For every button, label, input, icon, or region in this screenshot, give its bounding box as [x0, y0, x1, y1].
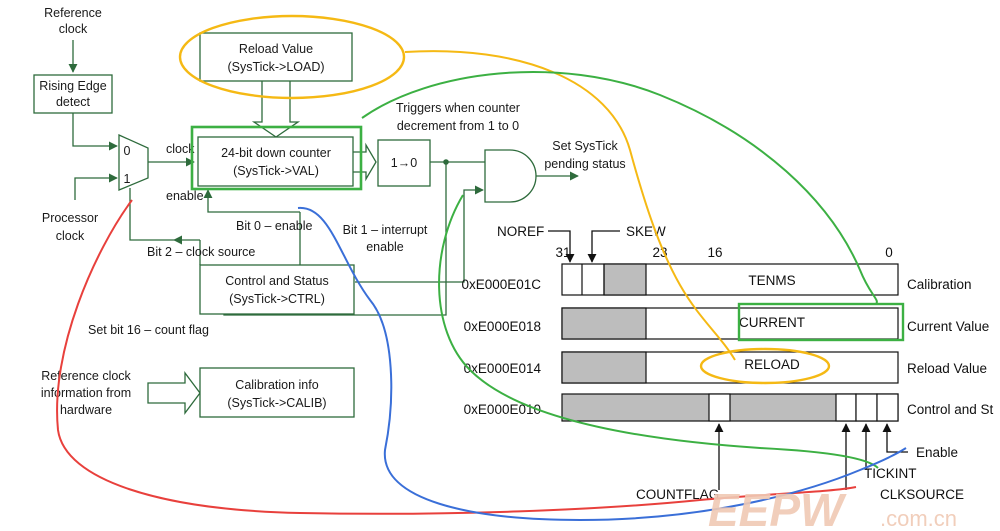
edge-detect-box — [377, 139, 431, 187]
register-address-reload: 0xE000E014 — [464, 361, 542, 376]
bit1-label-1: Bit 1 – interrupt — [343, 223, 428, 237]
control-status-label-2: (SysTick->CTRL) — [229, 292, 325, 306]
green-highlight-current — [737, 302, 905, 342]
triggers-label-1: Triggers when counter — [396, 101, 520, 115]
down-counter-label-2: (SysTick->VAL) — [233, 164, 319, 178]
reference-clock-label-1: Reference — [44, 6, 102, 20]
clock-label: clock — [166, 142, 195, 156]
register-row-current — [561, 307, 899, 340]
yellow-highlight-reload-field — [699, 347, 831, 385]
set-pending-label-1: Set SysTick — [552, 139, 618, 153]
bit-0-label: 0 — [885, 245, 893, 260]
register-row-calibration — [561, 263, 899, 296]
reference-clock-label-2: clock — [59, 22, 88, 36]
red-annotation — [56, 199, 857, 515]
register-row-reload — [561, 351, 899, 384]
register-row-control — [561, 393, 899, 422]
processor-clock-label-1: Processor — [42, 211, 98, 225]
bit2-label: Bit 2 – clock source — [147, 245, 255, 259]
register-field-current: CURRENT — [739, 315, 805, 330]
register-field-reload: RELOAD — [744, 357, 800, 372]
yellow-highlight-reload — [178, 14, 406, 100]
calib-info-label-2: (SysTick->CALIB) — [227, 396, 326, 410]
ref-info-label-2: information from — [41, 386, 131, 400]
calib-info-label-1: Calibration info — [235, 378, 318, 392]
down-counter-box — [197, 136, 354, 187]
mux-input-1: 1 — [124, 172, 131, 186]
clksource-bit-label: CLKSOURCE — [880, 487, 964, 502]
register-name-reload: Reload Value — [907, 361, 987, 376]
skew-label: SKEW — [626, 224, 666, 239]
countflag-bit-label: COUNTFLAG — [636, 487, 719, 502]
bit16-label: Set bit 16 – count flag — [88, 323, 209, 337]
tickint-bit-label: TICKINT — [864, 466, 917, 481]
control-status-box — [199, 264, 355, 315]
control-status-label-1: Control and Status — [225, 274, 329, 288]
bit-31-label: 31 — [555, 245, 570, 260]
and-gate — [484, 149, 537, 203]
register-address-calibration: 0xE000E01C — [461, 277, 541, 292]
green-highlight-counter — [190, 125, 363, 191]
ref-info-label-3: hardware — [60, 403, 112, 417]
blue-annotation — [297, 206, 907, 522]
enable-label: enable — [166, 189, 204, 203]
calibration-info-box — [199, 367, 355, 418]
noref-label: NOREF — [497, 224, 544, 239]
ref-info-label-1: Reference clock — [41, 369, 131, 383]
reload-value-label-2: (SysTick->LOAD) — [227, 60, 324, 74]
register-name-control: Control and St — [907, 402, 994, 417]
edge-detect-label: 1→0 — [391, 156, 417, 170]
register-name-calibration: Calibration — [907, 277, 972, 292]
rising-edge-label-2: detect — [56, 95, 91, 109]
register-address-control: 0xE000E010 — [464, 402, 541, 417]
bit1-label-2: enable — [366, 240, 404, 254]
register-name-current: Current Value — [907, 319, 989, 334]
watermark-logo: EEPW — [708, 484, 847, 531]
reload-value-label-1: Reload Value — [239, 42, 313, 56]
bit-23-label: 23 — [652, 245, 667, 260]
set-pending-label-2: pending status — [544, 157, 625, 171]
rising-edge-label-1: Rising Edge — [39, 79, 106, 93]
register-field-tenms: TENMS — [748, 273, 795, 288]
bit0-label: Bit 0 – enable — [236, 219, 312, 233]
clock-mux — [118, 133, 149, 191]
register-address-current: 0xE000E018 — [464, 319, 541, 334]
watermark-sub: .com.cn — [880, 506, 957, 531]
yellow-connector — [404, 50, 736, 361]
processor-clock-label-2: clock — [56, 229, 85, 243]
green-connector-2 — [438, 194, 879, 469]
down-counter-label-1: 24-bit down counter — [221, 146, 331, 160]
mux-input-0: 0 — [124, 144, 131, 158]
enable-bit-label: Enable — [916, 445, 958, 460]
green-connector — [361, 70, 878, 305]
bit-16-label: 16 — [707, 245, 722, 260]
reload-value-box — [199, 32, 353, 82]
triggers-label-2: decrement from 1 to 0 — [397, 119, 519, 133]
